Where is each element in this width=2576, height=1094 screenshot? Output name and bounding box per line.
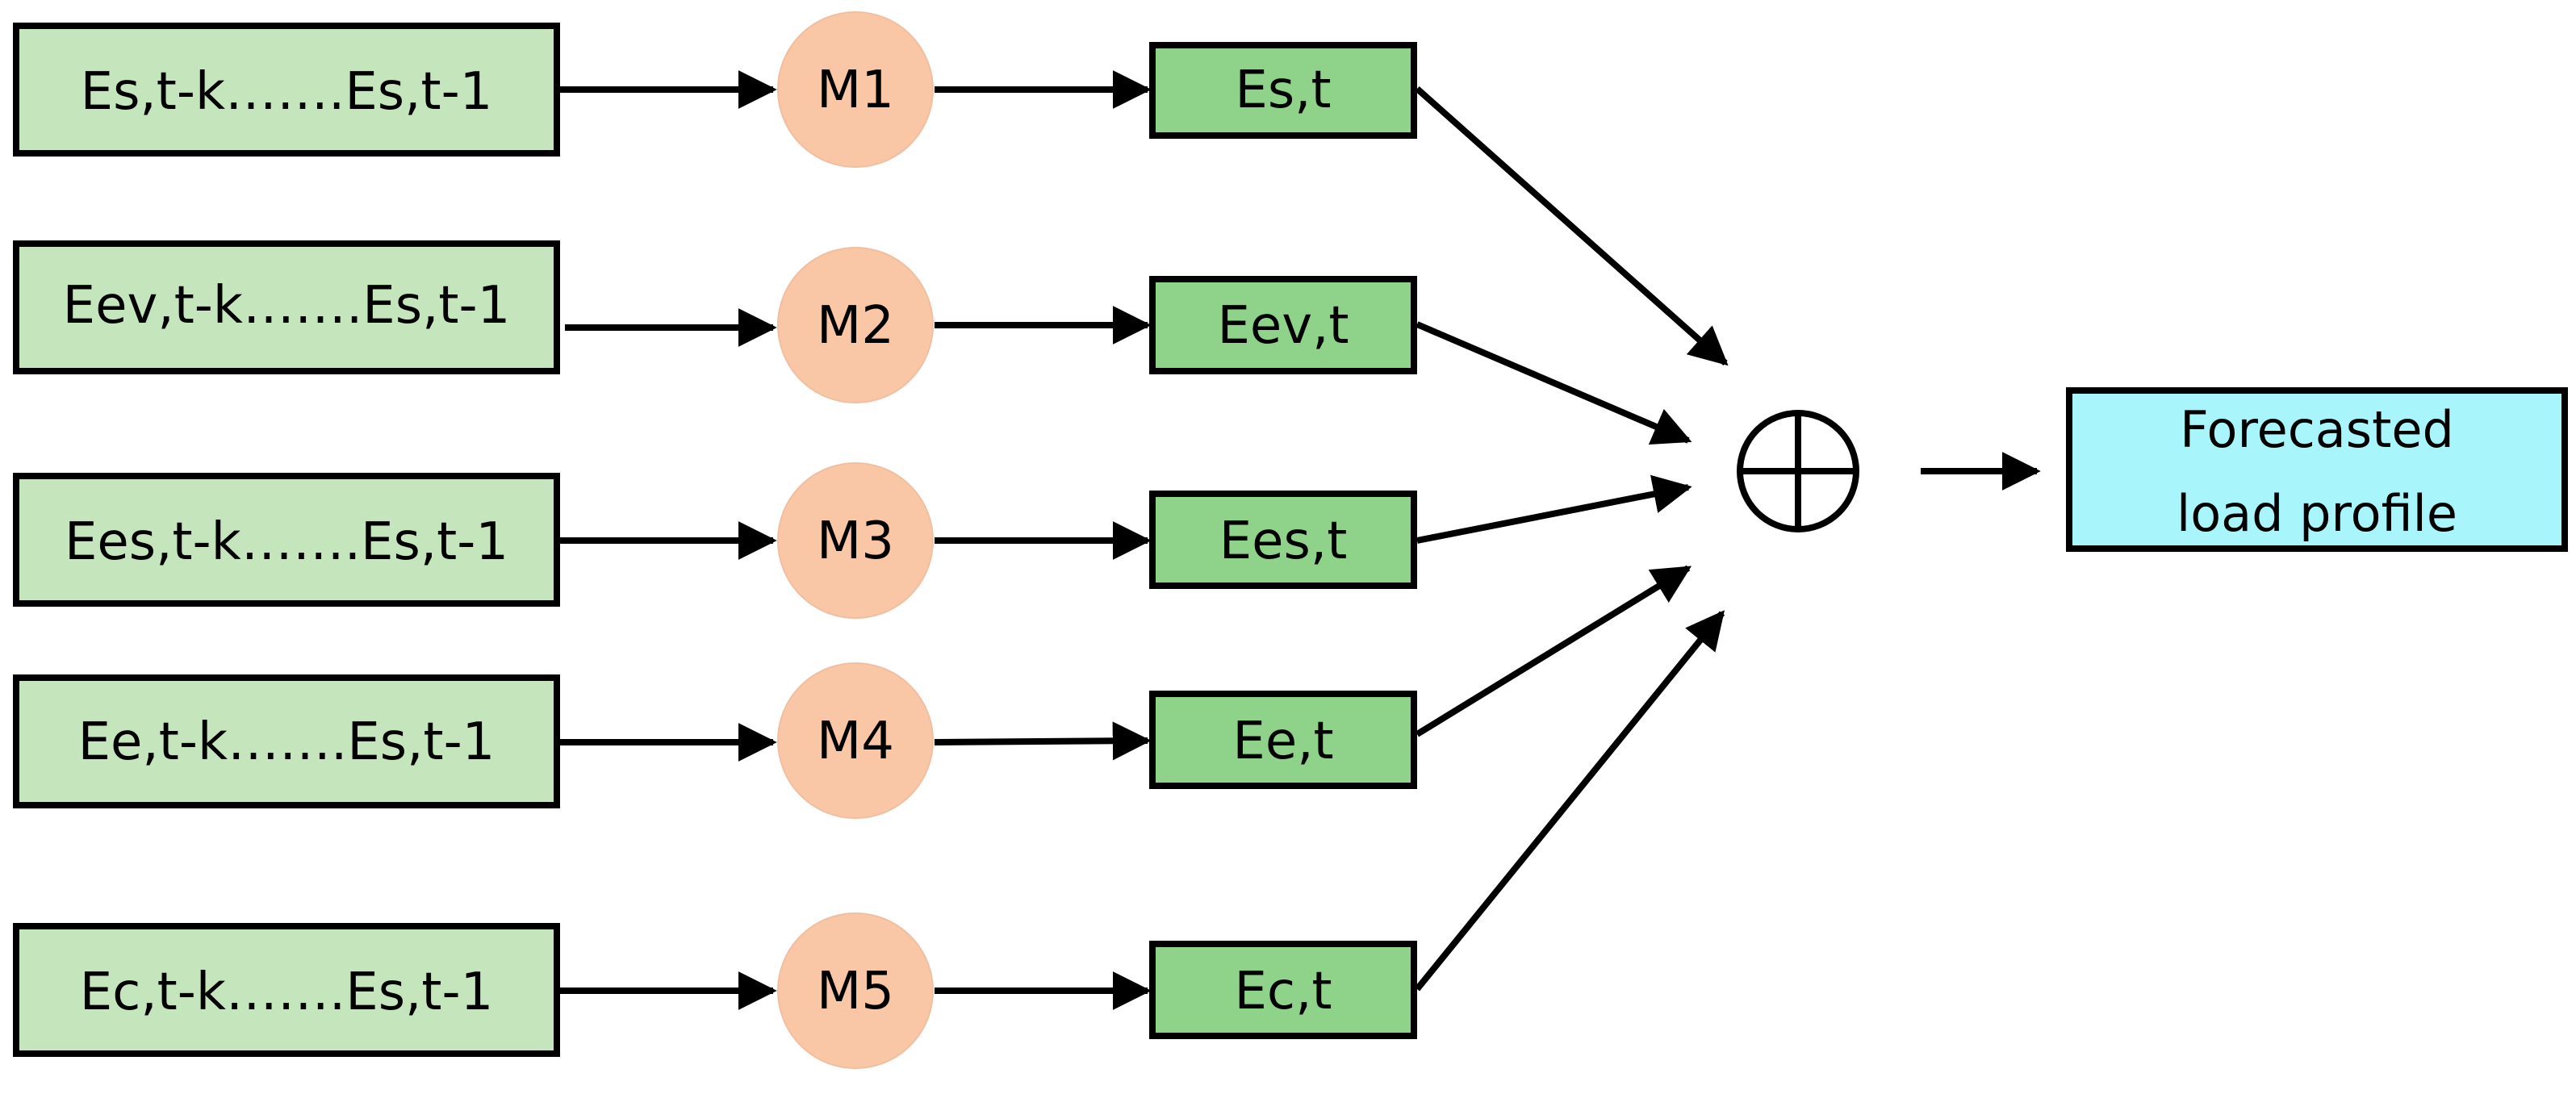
result-label-line-1: Forecasted	[2180, 400, 2454, 459]
model-label-m5: M5	[817, 962, 894, 1021]
output-label-row-2: Eev,t	[1217, 296, 1349, 356]
input-box-row-1: Es,t-k…….Es,t-1	[13, 23, 560, 157]
input-box-row-3: Ees,t-k…….Es,t-1	[13, 473, 560, 607]
model-node-m3: M3	[777, 462, 934, 619]
input-label-row-5: Ec,t-k…….Es,t-1	[80, 962, 494, 1022]
arrow-output-1-to-sum	[1415, 86, 1729, 366]
output-box-row-5: Ec,t	[1149, 941, 1417, 1039]
output-box-row-3: Ees,t	[1149, 491, 1417, 589]
model-label-m2: M2	[817, 296, 894, 356]
arrow-output-2-to-sum	[1416, 321, 1692, 445]
input-label-row-2: Eev,t-k…….Es,t-1	[63, 276, 511, 336]
model-label-m3: M3	[817, 512, 894, 571]
arrow-output-5-to-sum	[1414, 610, 1725, 992]
output-box-row-2: Eev,t	[1149, 276, 1417, 374]
input-box-row-4: Ee,t-k…….Es,t-1	[13, 674, 560, 808]
model-node-m2: M2	[777, 247, 934, 403]
model-node-m5: M5	[777, 912, 934, 1069]
model-node-m1: M1	[777, 11, 934, 168]
input-label-row-3: Ees,t-k…….Es,t-1	[65, 512, 508, 572]
output-label-row-3: Ees,t	[1219, 512, 1348, 571]
input-label-row-4: Ee,t-k…….Es,t-1	[78, 712, 496, 772]
input-box-row-2: Eev,t-k…….Es,t-1	[13, 240, 560, 374]
arrow-output-4-to-sum	[1415, 565, 1692, 737]
output-box-row-4: Ee,t	[1149, 691, 1417, 789]
arrow-output-3-to-sum	[1416, 474, 1692, 544]
result-label-line-2: load profile	[2177, 484, 2457, 543]
model-label-m1: M1	[817, 61, 894, 120]
output-box-row-1: Es,t	[1149, 42, 1417, 139]
arrow-m4-to-output	[934, 721, 1152, 761]
input-label-row-1: Es,t-k…….Es,t-1	[81, 62, 493, 122]
input-box-row-5: Ec,t-k…….Es,t-1	[13, 923, 560, 1057]
output-label-row-1: Es,t	[1235, 61, 1331, 120]
forecast-result-box: Forecasted load profile	[2066, 387, 2568, 552]
model-label-m4: M4	[817, 712, 894, 771]
output-label-row-4: Ee,t	[1232, 712, 1333, 771]
model-node-m4: M4	[777, 662, 934, 819]
output-label-row-5: Ec,t	[1234, 962, 1332, 1021]
sum-operator-icon	[1737, 410, 1859, 532]
